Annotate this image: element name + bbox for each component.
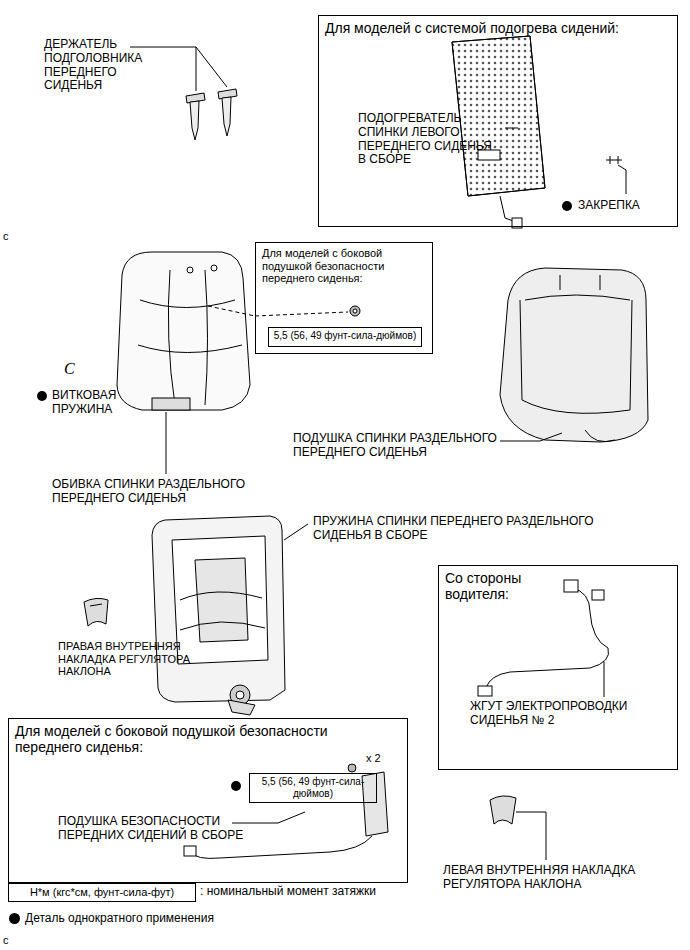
part-label: ПРУЖИНА СПИНКИ ПЕРЕДНЕГО РАЗДЕЛЬНОГО СИД… xyxy=(313,515,653,543)
torque-value: Н*м (кгс*см, фунт-сила-фут) xyxy=(12,886,192,899)
legend-dot xyxy=(9,913,20,924)
part-label: ВИТКОВАЯ ПРУЖИНА xyxy=(52,389,152,417)
part-label: ЛЕВАЯ ВНУТРЕННЯЯ НАКЛАДКА РЕГУЛЯТОРА НАК… xyxy=(443,864,690,892)
legend-row: Деталь однократного применения xyxy=(9,912,214,926)
symbol-label: c xyxy=(3,230,9,243)
part-label: ДЕРЖАТЕЛЬ ПОДГОЛОВНИКА ПЕРЕДНЕГО СИДЕНЬЯ xyxy=(44,38,174,93)
box-heading: Со стороны водителя: xyxy=(445,570,575,602)
box-heading: Для моделей с боковой подушкой безопасно… xyxy=(262,247,426,285)
part-label: ПОДОГРЕВАТЕЛЬ СПИНКИ ЛЕВОГО ПЕРЕДНЕГО СИ… xyxy=(358,112,498,167)
torque-box: 5,5 (56, 49 фунт-сила-дюймов) xyxy=(268,327,422,347)
condition-box: Со стороны водителя: xyxy=(438,565,678,770)
legend-text: Деталь однократного применения xyxy=(25,912,214,926)
symbol-label: c xyxy=(3,934,9,947)
part-label: ЗАКРЕПКА xyxy=(578,199,640,213)
torque-value: 5,5 (56, 49 фунт-сила-дюймов) xyxy=(272,330,418,342)
part-label: ПРАВАЯ ВНУТРЕННЯЯ НАКЛАДКА РЕГУЛЯТОРА НА… xyxy=(58,640,208,678)
symbol-label: x 2 xyxy=(366,752,381,765)
torque-value: 5,5 (56, 49 фунт-сила-дюймов) xyxy=(253,776,373,799)
condition-box: Для моделей с боковой подушкой безопасно… xyxy=(8,718,408,883)
torque-box: 5,5 (56, 49 фунт-сила-дюймов) xyxy=(249,773,377,803)
part-label: : номинальный момент затяжки xyxy=(200,885,376,899)
part-label: ПОДУШКА БЕЗОПАСНОСТИ ПЕРЕДНИХ СИДЕНИЙ В … xyxy=(58,815,258,843)
condition-box: Для моделей с боковой подушкой безопасно… xyxy=(255,242,433,354)
part-label: ПОДУШКА СПИНКИ РАЗДЕЛЬНОГО ПЕРЕДНЕГО СИД… xyxy=(293,432,543,460)
box-heading: Для моделей с системой подогрева сидений… xyxy=(325,20,665,36)
torque-legend-box: Н*м (кгс*см, фунт-сила-фут) xyxy=(8,883,196,902)
symbol-label: C xyxy=(64,360,75,378)
part-label: ОБИВКА СПИНКИ РАЗДЕЛЬНОГО ПЕРЕДНЕГО СИДЕ… xyxy=(52,478,267,506)
part-label: ЖГУТ ЭЛЕКТРОПРОВОДКИ СИДЕНЬЯ № 2 xyxy=(470,700,670,728)
box-heading: Для моделей с боковой подушкой безопасно… xyxy=(15,723,335,755)
